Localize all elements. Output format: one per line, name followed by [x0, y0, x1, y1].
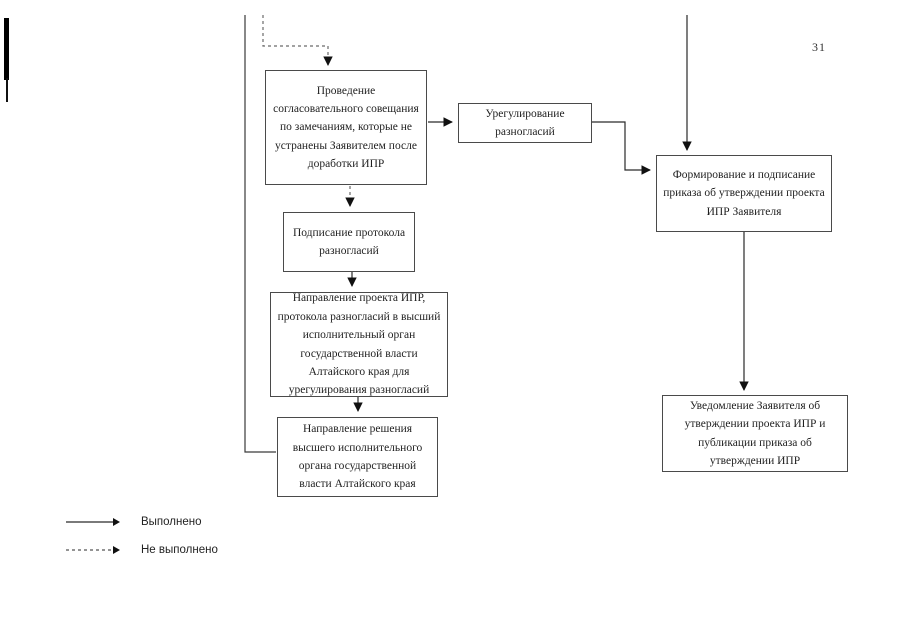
node-label: Уведомление Заявителя об утверждении про… — [684, 399, 826, 467]
legend: Выполнено Не выполнено — [65, 513, 218, 559]
solid-arrow-icon — [66, 518, 120, 526]
node-label: Урегулирование разногласий — [485, 107, 565, 138]
node-label: Подписание протокола разногласий — [292, 226, 406, 257]
legend-row-done: Выполнено — [65, 513, 218, 531]
node-label: Направление проекта ИПР, протокола разно… — [277, 292, 441, 397]
flowchart-node-protocol-signing: Подписание протокола разногласий — [283, 212, 415, 272]
node-label: Направление решения высшего исполнительн… — [292, 423, 423, 491]
flowchart-node-dispute-settlement: Урегулирование разногласий — [458, 103, 592, 143]
dashed-arrow-icon — [66, 546, 120, 554]
connector-page-top-to-n1-dashed — [262, 15, 333, 66]
node-label: Формирование и подписание приказа об утв… — [663, 168, 825, 218]
flowchart-node-send-draft-to-executive: Направление проекта ИПР, протокола разно… — [270, 292, 448, 397]
legend-label-not-done: Не выполнено — [141, 544, 218, 556]
flowchart-node-conciliation-meeting: Проведение согласовательного совещания п… — [265, 70, 427, 185]
flowchart-node-order-signing: Формирование и подписание приказа об утв… — [656, 155, 832, 232]
scan-artifact-bar — [4, 18, 9, 80]
legend-label-done: Выполнено — [141, 516, 202, 528]
connector-n2-to-n3 — [592, 121, 651, 175]
node-label: Проведение согласовательного совещания п… — [273, 84, 419, 171]
legend-row-not-done: Не выполнено — [65, 541, 218, 559]
scan-artifact-tail — [6, 78, 8, 102]
flowchart-node-send-executive-decision: Направление решения высшего исполнительн… — [277, 417, 438, 497]
page-number: 31 — [812, 40, 826, 54]
flowchart-node-applicant-notification: Уведомление Заявителя об утверждении про… — [662, 395, 848, 472]
